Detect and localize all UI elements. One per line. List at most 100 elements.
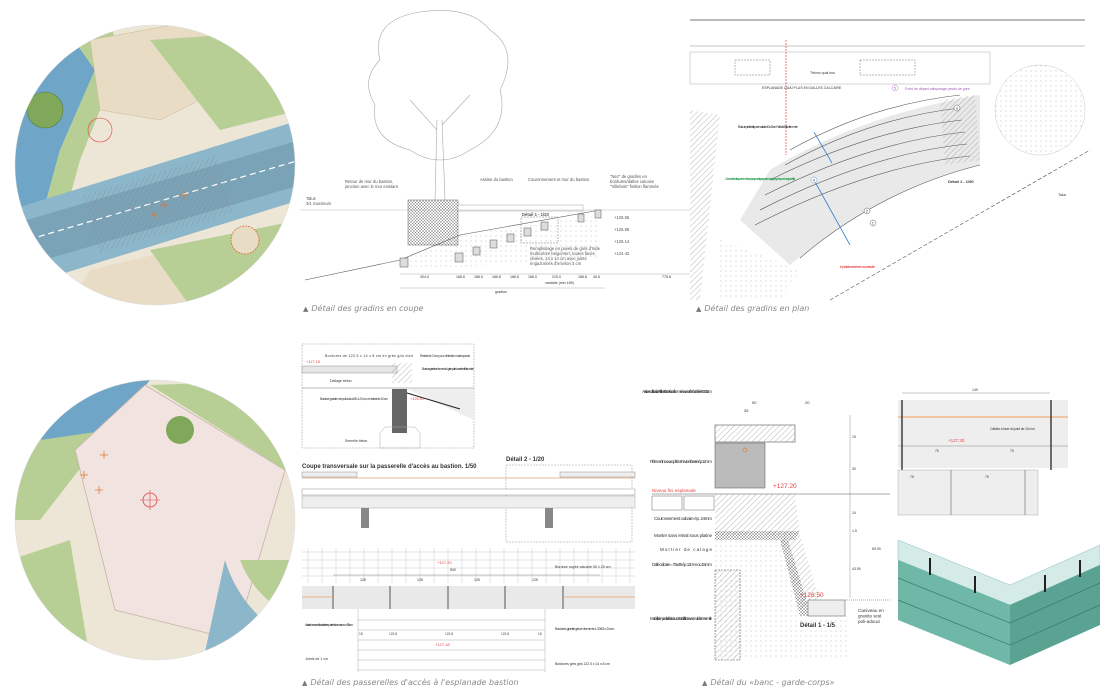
passerelle-inner-0: 15 [359, 632, 363, 636]
section-dims-2: 166.0 [474, 275, 483, 279]
passerelle-spans-0: 125 [360, 578, 366, 582]
section-dims-9: 775.6 [662, 275, 671, 279]
passerelle-detail: +127.18 +126.60 Bordures de 122.5 x 14 x… [301, 343, 636, 672]
assise-banc-label: Assise banc en dalle calcaire en porte à… [305, 623, 353, 627]
retrait-label: Retrait de 2 cm pour détection malvoyant… [420, 354, 470, 358]
banc-assise: Assise en dalle calcaire "Villebois" tou… [642, 389, 712, 394]
text-line: 3/1 maximum [306, 201, 332, 206]
section-dims-0: 304.0 [420, 275, 429, 279]
section-dims-5: 166.0 [528, 275, 537, 279]
banc-detail: +127.20 Niveau fini esplanade +126.50 Dé… [642, 389, 890, 661]
section-variable: variable (min 189) [545, 281, 574, 285]
section-dims-6: 215.0 [552, 275, 561, 279]
point-label: Point de départ calepinage pavés de grès [905, 87, 970, 91]
detail2-title: Détail 2 - 1/20 [506, 457, 545, 463]
plan-markers-2: 3 [956, 106, 959, 111]
banc-detail-label: Détail 1 - 1/5 [800, 623, 836, 629]
detail-label: Détail 1 - 1/20 [522, 212, 549, 217]
level-top: +127.20 [437, 560, 452, 565]
gradins-label: gradins [495, 290, 507, 294]
banc-level-top: +127.20 [773, 483, 797, 490]
text-line: multicolore beige/vert, toutes faces [530, 251, 595, 256]
coupe-title: Coupe transversale sur la passerelle d'a… [302, 464, 477, 470]
passerelle-inner-3: 122.5 [501, 632, 509, 636]
banc-couronnement: Couronnement calcaire ép. 24mm [654, 516, 712, 521]
caption-banc: ▲Détail du «banc - garde-corps» [702, 678, 835, 687]
text-line: jonction avec le mur existant [344, 184, 399, 189]
banc-vdims-1: 30 [852, 467, 856, 471]
text-line: engazonnés d'environ 3 cm [530, 261, 582, 266]
banc-mortier_calage: Mortier de calage [660, 547, 712, 552]
banc-annotations: Assise en dalle calcaire "Villebois" tou… [642, 389, 884, 624]
banc-pietement: Piètement inox avec platines haute et ba… [650, 459, 712, 464]
aerial-plan-bottom [15, 380, 295, 660]
banc-dims-2: 35 [744, 408, 749, 413]
passerelle-inner-1: 122.5 [389, 632, 397, 636]
caption-section-gradins: ▲Détail des gradins en coupe [303, 304, 424, 313]
passerelle-inner-2: 122.5 [445, 632, 453, 636]
plan-markers-3: 4 [813, 178, 816, 183]
section-dims-7: 166.6 [578, 275, 587, 279]
elevation-detail: 149 +127.20 Câbles à l'axe du joint de 1… [897, 388, 1068, 516]
passerelle-spans-3: 125 [532, 578, 538, 582]
assise-label: Assise du bastion [480, 177, 513, 182]
section-levels-3: +124.42 [614, 251, 630, 256]
total-dim: 500 [450, 568, 456, 572]
banc-dims: 50 20 35 15 30 24 1.5 43.59 69.09 [744, 400, 881, 571]
caption-passerelles: ▲Détail des passerelles d'accès à l'espl… [302, 678, 519, 687]
dallage-label: Dallage béton [330, 379, 352, 383]
inner-dims: 15 122.5 122.5 122.5 15 [359, 632, 542, 636]
elevation-dims-0: 75 [935, 449, 939, 453]
bordures-top-label: Bordures de 122.5 x 14 x 8 cm en grès gr… [325, 354, 414, 358]
elevation-dims-3: 75 [985, 475, 989, 479]
gres-label: Bordures grès gris 122.5 x 14 x 8 cm [555, 662, 610, 666]
bordure-noyee-label: Bordure noyée calcaire 50 x 25 cm. [555, 565, 612, 569]
level-markers: +126.56 +125.88 +125.14 +124.42 [614, 215, 630, 256]
semelle-label: Semelle béton [345, 439, 367, 443]
tetes-label: Tétons quai bus [810, 71, 835, 75]
caption-plan-gradins: ▲Détail des gradins en plan [696, 304, 810, 313]
elevation-dims-1: 75 [1010, 449, 1014, 453]
retour-label: Retour de mur du bastion,jonction avec l… [344, 179, 399, 189]
text-line: bordures/dalles calcaire [610, 179, 655, 184]
banc-vdims-5: 69.09 [872, 547, 881, 551]
banc-mur: Mur réalisé en paroi berlinoise au conta… [650, 616, 712, 621]
text-line: Remplissage en pavés de grès d'Inde [530, 246, 601, 251]
elevation-width: 149 [972, 388, 978, 392]
plan-detail-label: Détail 1 - 1/50 [948, 179, 974, 184]
banc-dalle: Dalle calcaire = 75x45 ép. 12mm ou 15mm [652, 562, 712, 567]
stair-steps [399, 209, 602, 268]
plan-talus-label: Talus [1058, 193, 1066, 197]
banc-vdims-0: 15 [852, 435, 856, 439]
level-c: +127.18 [435, 642, 450, 647]
passerelle-spans-2: 125 [474, 578, 480, 582]
section-levels-2: +125.14 [614, 239, 630, 244]
banc-dims-0: 50 [752, 400, 757, 405]
section-dims-3: 166.6 [492, 275, 501, 279]
level-a: +127.18 [306, 360, 320, 364]
text-line: "Villebois" finition flammée [610, 184, 660, 189]
elevation-level: +127.20 [948, 438, 965, 443]
granite-l-label: Bordures granite gris en forme de L 30/1… [555, 627, 615, 631]
text-line: "Nez" de gradins en [610, 174, 648, 179]
span-dims: 125 125 125 125 [360, 578, 538, 582]
zone-label: Z1 : zone de transition, pavés enherbés … [725, 177, 796, 181]
text-line: poli-adouci [858, 619, 880, 624]
caption-text: Détail des gradins en coupe [311, 304, 424, 313]
caption-text: Détail du «banc - garde-corps» [710, 678, 835, 687]
implantation-label: Implantation selon l'axe du nouvel escal… [840, 265, 876, 269]
text-line: clivées, 14 x 14 cm avec joints [530, 256, 587, 261]
section-levels-1: +125.88 [614, 227, 630, 232]
niveau-label: Niveau fini esplanade [652, 488, 696, 493]
level-b: +126.60 [410, 397, 424, 401]
text-line: granite scié [858, 614, 882, 619]
couronnement-label: Couronnement et mur du bastion [528, 177, 590, 182]
bordure-noir-label: Bordure granite noir poli adouci 50 x 20… [320, 397, 388, 401]
passerelle-inner-4: 15 [538, 632, 542, 636]
